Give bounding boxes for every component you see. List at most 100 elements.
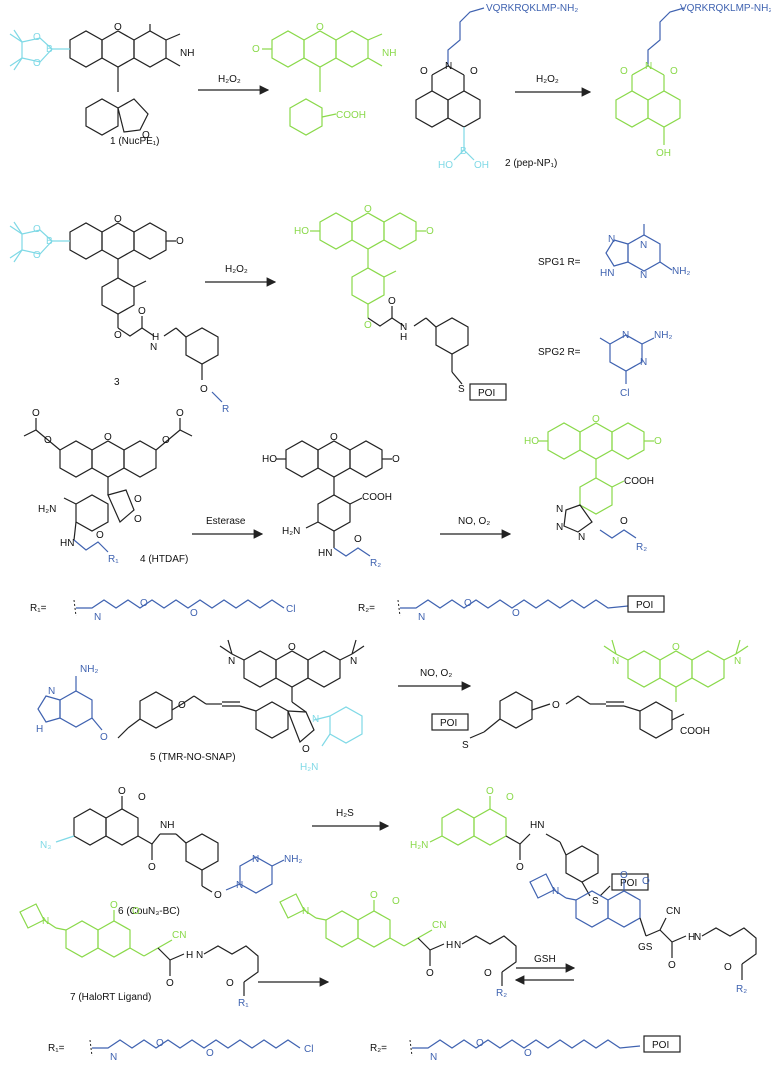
product-3-poi-conjugate: POI HO O O O O H N S [294,204,507,401]
atom-nh2: NH₂ [654,330,672,341]
caption-compound-4: 4 (HTDAF) [140,554,188,565]
atom-o: O [32,408,40,419]
atom-s: S [592,896,599,907]
atom-b: B [46,236,53,247]
atom-nh: NH [160,820,174,831]
atom-o: O [166,978,174,989]
caption-compound-2: 2 (pep-NP₁) [505,158,557,169]
atom-o: O [33,224,41,235]
atom-nh2: NH₂ [80,664,98,675]
caption-compound-1: 1 (NucPE₁) [110,136,160,147]
poi-box [431,713,469,731]
poi-label: POI [440,718,457,729]
peptide-label: VQRKRQKLMP-NH₂ [680,3,771,14]
intermediate-4-diamine: HO O O COOH H₂N HN O R₂ [262,432,400,569]
atom-hn: HN [600,268,614,279]
poi-box [469,383,507,401]
spg2-label: SPG2 R= [538,347,581,358]
atom-o: O [134,494,142,505]
caption-compound-6: 6 (CouN₃-BC) [118,906,180,917]
atom-ho: HO [294,226,309,237]
atom-o: O [484,968,492,979]
atom-o: O [140,598,148,609]
atom-o: O [654,436,662,447]
atom-n: N [150,342,157,353]
arrow-r6: H₂S [312,808,390,831]
atom-o: O [506,792,514,803]
atom-o: O [670,66,678,77]
atom-o: O [672,642,680,653]
atom-o: O [100,732,108,743]
reagent-r7: GSH [534,954,556,965]
atom-n: N [640,270,647,281]
atom-n: N [196,950,203,961]
atom-cn: CN [432,920,446,931]
reagent-r5: NO, O₂ [420,668,452,679]
atom-o: O [316,22,324,33]
poi-label: POI [478,388,495,399]
atom-nh2: NH₂ [672,266,690,277]
caption-compound-5: 5 (TMR-NO-SNAP) [150,752,236,763]
product-1-fluorescein: O O NH COOH [252,22,396,136]
atom-o: O [288,642,296,653]
atom-n: N [418,612,425,623]
atom-n: N [640,240,647,251]
atom-n3: N₃ [40,840,51,851]
arrow-r4-esterase: Esterase [192,516,264,539]
atom-o: O [516,862,524,873]
atom-n: N [228,656,235,667]
atom-o: O [364,320,372,331]
atom-o: O [96,530,104,541]
arrow-r4-no: NO, O₂ [440,516,512,539]
product-4-triazole: HO O O COOH N N N O R₂ [524,414,662,553]
atom-o: O [138,306,146,317]
atom-o: O [190,608,198,619]
arrow-r1: H₂O₂ [198,74,270,95]
atom-cl: Cl [620,388,629,399]
r1-label: R₁= [30,603,47,614]
compound-1-nucpe1: B O O O NH O 1 (NucPE₁) [9,22,194,147]
atom-n: N [556,504,563,515]
r1-definition-bottom: R₁= N O O Cl [48,1038,313,1063]
atom-cooh: COOH [362,492,392,503]
atom-o: O [524,1048,532,1059]
atom-n: N [350,656,357,667]
atom-o: O [226,978,234,989]
poi-label: POI [652,1040,669,1051]
atom-n: N [608,234,615,245]
atom-o: O [330,432,338,443]
atom-o: O [668,960,676,971]
atom-o: O [114,330,122,341]
atom-cn: CN [172,930,186,941]
atom-o: O [620,516,628,527]
atom-o: O [214,890,222,901]
atom-n: N [430,1052,437,1063]
compound-6-coun3-bc: N₃ O O O NH O N N NH₂ 6 (CouN₃-BC) [40,786,302,917]
atom-o: O [592,414,600,425]
atom-n: N [645,61,652,72]
reagent-r3: H₂O₂ [225,264,248,275]
atom-r: R [222,404,229,415]
atom-b: B [460,146,467,157]
atom-n: N [694,932,701,943]
atom-h: H [400,332,407,343]
atom-n: N [42,916,49,927]
atom-o: O [176,408,184,419]
atom-hn: HN [60,538,74,549]
compound-5-tmr-no-snap: O N N N O H₂N O NH₂ N H O 5 (TMR-NO-SNAP… [36,639,365,773]
atom-o: O [470,66,478,77]
atom-cooh: COOH [336,110,366,121]
atom-oh: OH [474,160,489,171]
reagent-r1: H₂O₂ [218,74,241,85]
compound-3: B O O O O O O H N O R 3 [9,214,229,415]
atom-r1: R₁ [238,998,249,1009]
arrow-r3: H₂O₂ [205,264,277,287]
atom-o: O [476,1038,484,1049]
poi-label: POI [636,600,653,611]
r2-label: R₂= [370,1043,387,1054]
reagent-r4-esterase: Esterase [206,516,246,527]
atom-o: O [33,250,41,261]
atom-n: N [312,714,319,725]
